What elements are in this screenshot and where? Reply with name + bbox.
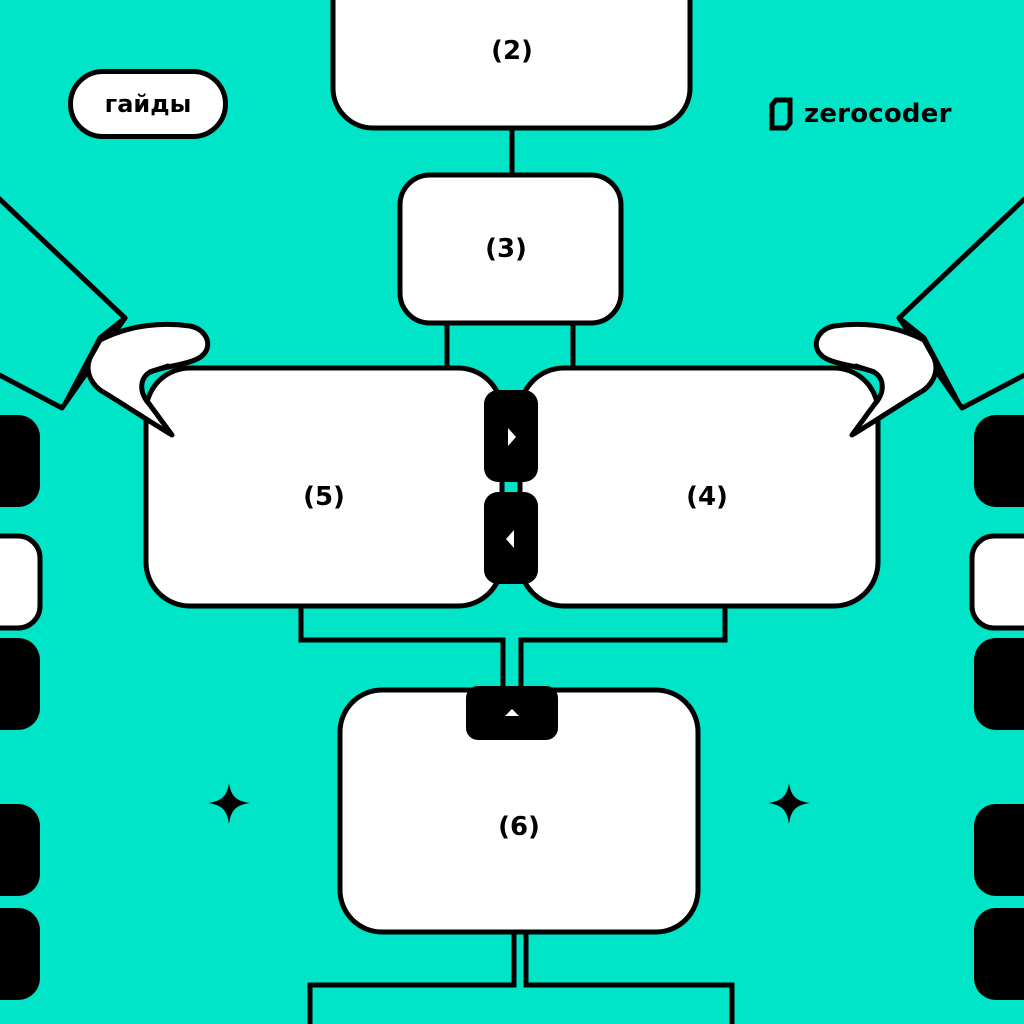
hand-right-icon bbox=[813, 196, 1024, 438]
right-tab-strip bbox=[969, 415, 1024, 1000]
arrow-up-icon bbox=[505, 709, 519, 716]
node-4-label: (4) bbox=[686, 482, 728, 512]
left-tab-strip bbox=[0, 415, 43, 1000]
node-2-box bbox=[330, 0, 693, 131]
arrow-right-icon bbox=[508, 428, 516, 446]
sparkle-icon bbox=[208, 783, 250, 824]
zerocoder-logo-icon bbox=[769, 97, 793, 131]
node-5-box bbox=[143, 365, 505, 609]
guides-badge[interactable]: гайды bbox=[68, 69, 228, 139]
node-5-label: (5) bbox=[303, 482, 345, 512]
node-2-label: (2) bbox=[491, 36, 533, 66]
link-toggle-left[interactable] bbox=[484, 492, 538, 584]
node-6-top-tab[interactable] bbox=[466, 686, 558, 740]
node-6-label: (6) bbox=[498, 812, 540, 842]
arrow-left-icon bbox=[506, 530, 514, 548]
hand-left-icon bbox=[0, 196, 211, 438]
node-3-label: (3) bbox=[485, 234, 527, 264]
brand-name: zerocoder bbox=[804, 99, 952, 129]
node-3-box bbox=[397, 172, 624, 326]
brand-logo[interactable]: zerocoder bbox=[768, 94, 952, 134]
node-4-box bbox=[517, 365, 881, 609]
sparkle-icon bbox=[768, 783, 810, 824]
connectors bbox=[298, 128, 735, 1024]
link-toggle-right[interactable] bbox=[484, 390, 538, 482]
